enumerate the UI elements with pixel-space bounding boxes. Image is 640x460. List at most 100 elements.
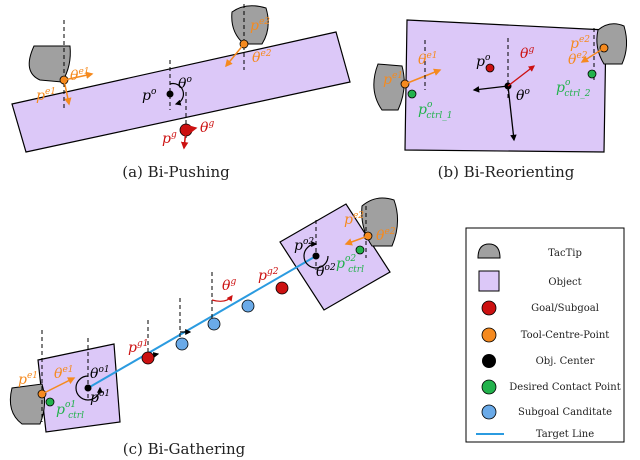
lbl-b-t1-sup: e1	[426, 51, 437, 61]
lbl-c-pc2: p	[336, 256, 345, 272]
lbl-c-tg: θ	[222, 278, 231, 294]
lbl-b-to-sup: o	[524, 87, 530, 97]
lbl-b-po-sup: o	[485, 53, 491, 63]
candidate-c-3	[241, 299, 255, 313]
legend-center-swatch	[482, 354, 496, 368]
svg-text:θo1: θo1	[90, 365, 110, 382]
lbl-a-t2-sup: e2	[260, 49, 271, 59]
svg-text:pe1: pe1	[18, 371, 38, 388]
caption-a: (a) Bi-Pushing	[122, 163, 230, 181]
panel-a: pe1 θe1 pe2 θe2 po θo pg θg (a) Bi-Pushi…	[11, 4, 351, 181]
svg-text:θe1: θe1	[54, 365, 74, 382]
lbl-c-to2-sup: o2	[324, 263, 335, 273]
lbl-c-po1-sup: o1	[99, 389, 110, 399]
target-line	[87, 255, 317, 389]
svg-text:θg: θg	[222, 277, 236, 294]
candidate-c-2	[207, 317, 221, 331]
svg-text:θo: θo	[516, 87, 530, 104]
legend-candidate-swatch	[481, 404, 497, 420]
tcp-a-left	[59, 75, 69, 85]
tactip-c-left	[9, 383, 46, 425]
lbl-a-po-sup: o	[151, 87, 157, 97]
svg-text:θo2: θo2	[316, 263, 336, 280]
lbl-a-po: p	[142, 88, 151, 104]
lbl-c-p2-sup: e2	[353, 211, 364, 221]
svg-text:pe1: pe1	[383, 71, 403, 88]
svg-text:po2: po2	[294, 237, 314, 254]
lbl-b-po: p	[476, 54, 485, 70]
lbl-b-pc2: p	[556, 80, 565, 96]
center-a	[166, 90, 174, 98]
lbl-c-pc1: p	[56, 402, 65, 418]
lbl-b-tg-sup: g	[528, 45, 534, 55]
lbl-b-t2-sup: e2	[576, 51, 587, 61]
legend-label-object: Object	[548, 277, 581, 288]
svg-text:θo: θo	[178, 75, 192, 92]
legend-label-goal: Goal/Subgoal	[531, 303, 599, 314]
lbl-b-t2: θ	[568, 52, 577, 68]
lbl-c-pc1-sub: ctrl	[68, 411, 84, 421]
lbl-c-pg1-sup: g1	[137, 339, 149, 349]
svg-text:θe2: θe2	[568, 51, 588, 68]
legend-tcp-swatch	[481, 327, 497, 343]
lbl-b-pc1: p	[418, 102, 427, 118]
svg-text:θg: θg	[200, 119, 214, 136]
lbl-a-tg-sup: g	[208, 119, 214, 129]
svg-text:pg: pg	[162, 130, 177, 147]
legend-tactip-swatch	[477, 243, 501, 259]
caption-b: (b) Bi-Reorienting	[438, 163, 575, 181]
lbl-c-to2: θ	[316, 264, 325, 280]
svg-text:po: po	[142, 87, 157, 104]
lbl-c-p1-sup: e1	[27, 371, 38, 381]
svg-text:θe1: θe1	[70, 67, 90, 84]
lbl-c-pc1-sup: o1	[65, 400, 76, 410]
lbl-a-pg-sup: g	[171, 130, 177, 140]
lbl-c-p2: p	[344, 212, 353, 228]
svg-text:po1: po1	[90, 389, 110, 406]
lbl-b-p1: p	[383, 72, 392, 88]
caption-c: (c) Bi-Gathering	[123, 440, 246, 458]
legend-label-tcp: Tool-Centre-Point	[521, 330, 610, 341]
center-c-left	[84, 384, 92, 392]
lbl-c-pg1: p	[128, 340, 137, 356]
lbl-b-t1: θ	[418, 52, 427, 68]
legend-label-contact: Desired Contact Point	[509, 382, 620, 393]
legend-label-candidate: Subgoal Canditate	[518, 407, 612, 418]
lbl-a-p1: p	[36, 88, 45, 104]
lbl-c-po2: p	[294, 238, 303, 254]
contact-b-right	[587, 69, 597, 79]
lbl-b-pc2-sub: ctrl_2	[564, 89, 590, 99]
lbl-a-p2: p	[250, 18, 259, 34]
lbl-c-tg-sup: g	[230, 277, 236, 287]
svg-text:pe2: pe2	[570, 35, 590, 52]
lbl-a-tg: θ	[200, 120, 209, 136]
legend-object-swatch	[478, 270, 500, 292]
contact-b-left	[407, 89, 417, 99]
legend: TacTip Object Goal/Subgoal Tool-Centre-P…	[465, 227, 625, 443]
svg-text:pg2: pg2	[258, 267, 279, 284]
lbl-a-pg: p	[162, 131, 171, 147]
svg-text:pe2: pe2	[344, 211, 364, 228]
legend-label-line: Target Line	[536, 429, 594, 440]
svg-text:θe2: θe2	[376, 227, 396, 244]
lbl-b-p2: p	[570, 36, 579, 52]
svg-text:pg1: pg1	[128, 339, 148, 356]
lbl-c-t1-sup: e1	[62, 365, 73, 375]
lbl-c-pg2-sup: g2	[267, 267, 279, 277]
svg-text:θe1: θe1	[418, 51, 438, 68]
lbl-c-t1: θ	[54, 366, 63, 382]
lbl-b-to: θ	[516, 88, 525, 104]
lbl-c-pg2: p	[258, 268, 267, 284]
tactip-a-right	[231, 5, 269, 45]
goal-c-1	[141, 351, 155, 365]
legend-goal-swatch	[481, 300, 497, 316]
lbl-a-p2-sup: e2	[259, 17, 270, 27]
candidate-c-1	[175, 337, 189, 351]
